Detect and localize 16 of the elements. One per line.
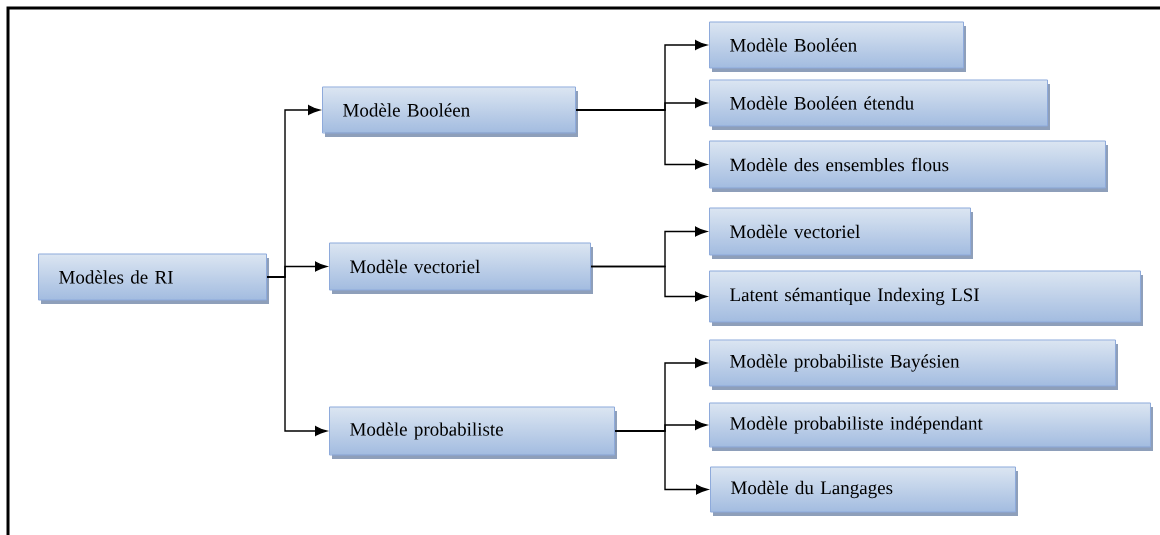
arrow bbox=[266, 276, 327, 436]
model-box: Modèle vectoriel bbox=[329, 242, 593, 294]
model-box: Latent sémantique Indexing LSI bbox=[709, 270, 1143, 326]
model-box: Modèle Booléen bbox=[709, 21, 966, 72]
model-box: Modèle du Langages bbox=[710, 466, 1018, 516]
arrow bbox=[575, 109, 707, 170]
model-box: Modèle vectoriel bbox=[709, 207, 973, 259]
model-box: Modèle probabiliste indépendant bbox=[709, 402, 1153, 451]
model-box: Modèle des ensembles flous bbox=[709, 140, 1108, 192]
model-box: Modèle probabiliste Bayésien bbox=[709, 339, 1118, 390]
model-box: Modèle probabiliste bbox=[329, 406, 617, 459]
arrow bbox=[590, 265, 707, 302]
model-box: Modèle Booléen bbox=[322, 86, 578, 137]
model-box: Modèle Booléen étendu bbox=[709, 79, 1050, 130]
model-box: Modèles de RI bbox=[38, 253, 269, 304]
arrow bbox=[614, 430, 708, 495]
